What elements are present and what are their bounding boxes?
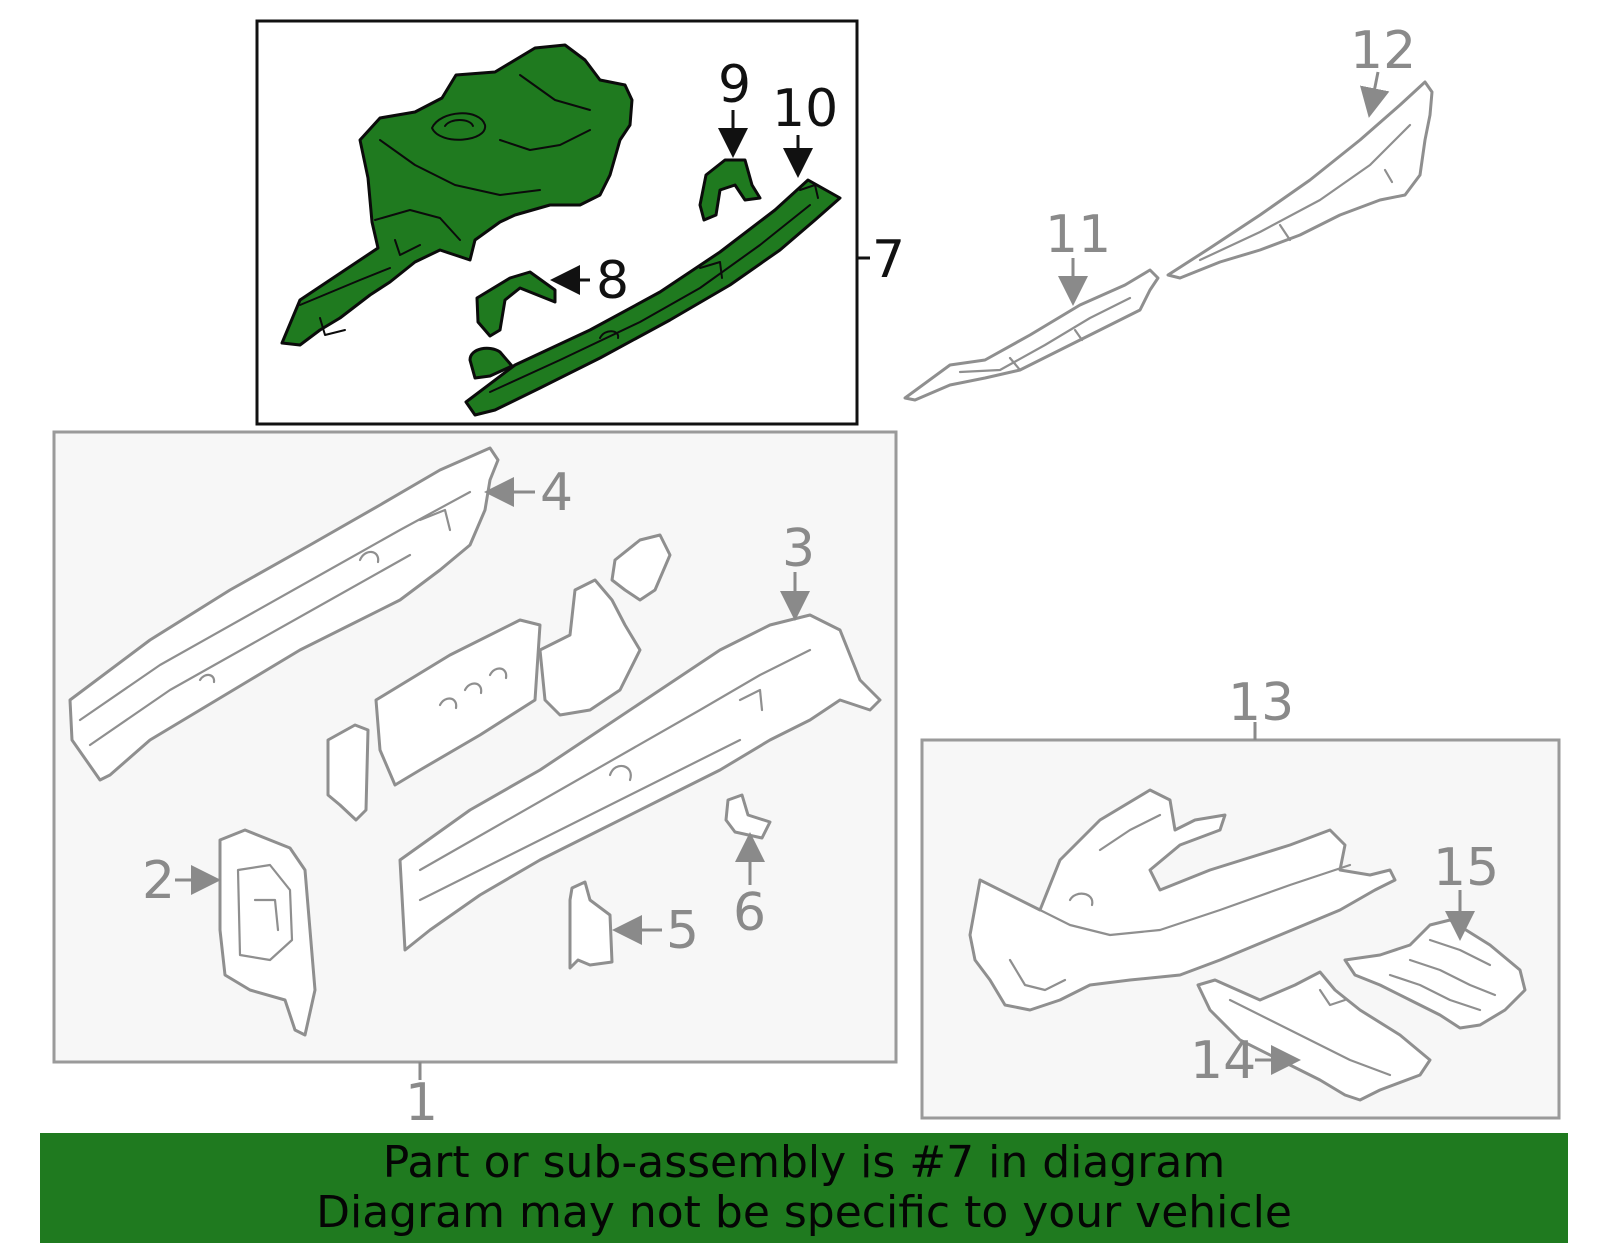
reinforcement-part: [374, 618, 542, 787]
callout-14: 14: [1190, 1031, 1256, 1091]
part-13-floor: [968, 788, 1397, 1012]
part-5: [568, 880, 614, 970]
bracket-9-part: [698, 158, 762, 222]
inner-rail-part: [464, 178, 842, 417]
small-bracket-part: [610, 533, 672, 602]
plate-part: [326, 723, 370, 822]
callout-9: 9: [718, 55, 751, 115]
callout-15: 15: [1433, 838, 1499, 898]
part-3: [398, 613, 882, 952]
info-banner: Part or sub-assembly is #7 in diagram Di…: [40, 1133, 1568, 1243]
bracket-8-part: [475, 270, 557, 338]
callout-11: 11: [1045, 205, 1111, 265]
rear-rail-assembly-part: [280, 43, 634, 347]
callout-7: 7: [872, 230, 905, 290]
banner-line-1: Part or sub-assembly is #7 in diagram: [382, 1137, 1226, 1188]
callout-2: 2: [142, 851, 175, 911]
part-2: [218, 828, 317, 1037]
callout-5: 5: [666, 901, 699, 961]
callout-13: 13: [1228, 673, 1294, 733]
part-12: [1166, 80, 1434, 280]
callout-3: 3: [782, 519, 815, 579]
banner-line-2: Diagram may not be specific to your vehi…: [316, 1187, 1292, 1238]
callout-12: 12: [1350, 21, 1416, 81]
callout-10: 10: [772, 79, 838, 139]
callout-8: 8: [596, 251, 629, 311]
part-11: [903, 268, 1160, 402]
callout-4: 4: [540, 463, 573, 523]
callout-1: 1: [405, 1073, 438, 1133]
part-6: [724, 793, 772, 840]
part-4: [68, 446, 500, 782]
callout-6: 6: [733, 883, 766, 943]
part-15: [1343, 918, 1527, 1030]
callout-12-arrow: [1359, 71, 1390, 118]
upper-bracket-part: [538, 578, 642, 717]
